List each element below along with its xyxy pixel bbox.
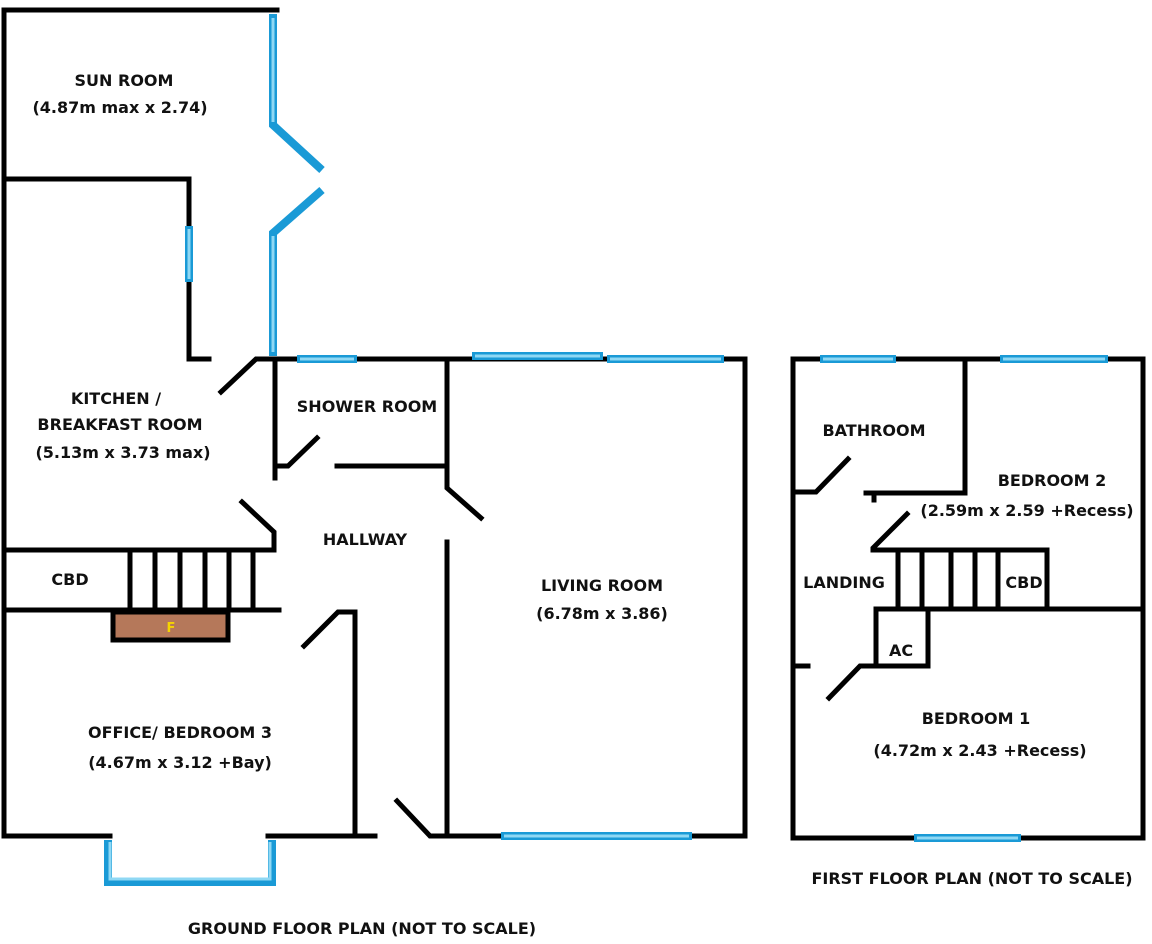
sun-room-label: SUN ROOM [75, 71, 174, 90]
cbd-label: CBD [51, 570, 88, 589]
ground-floor-windows [104, 14, 724, 886]
office-size: (4.67m x 3.12 +Bay) [88, 753, 272, 772]
bedroom1-size: (4.72m x 2.43 +Recess) [873, 741, 1086, 760]
living-room-label: LIVING ROOM [541, 576, 663, 595]
bedroom2-size: (2.59m x 2.59 +Recess) [920, 501, 1133, 520]
hallway-label: HALLWAY [323, 530, 408, 549]
kitchen-size: (5.13m x 3.73 max) [35, 443, 210, 462]
ground-floor-walls [1, 7, 748, 839]
fireplace-label: F [167, 621, 176, 636]
ground-floor-caption: GROUND FLOOR PLAN (NOT TO SCALE) [188, 919, 536, 938]
bathroom-label: BATHROOM [822, 421, 925, 440]
living-room-size: (6.78m x 3.86) [536, 604, 668, 623]
landing-label: LANDING [803, 573, 885, 592]
bedroom1-label: BEDROOM 1 [922, 709, 1031, 728]
ac-label: AC [889, 641, 913, 660]
fireplace [110, 609, 231, 643]
kitchen-label-1: KITCHEN / [71, 389, 161, 408]
bedroom2-label: BEDROOM 2 [998, 471, 1107, 490]
kitchen-label-2: BREAKFAST ROOM [37, 415, 202, 434]
first-floor-caption: FIRST FLOOR PLAN (NOT TO SCALE) [811, 869, 1132, 888]
sun-room-size: (4.87m max x 2.74) [32, 98, 207, 117]
first-cbd-label: CBD [1005, 573, 1042, 592]
shower-room-label: SHOWER ROOM [297, 397, 437, 416]
office-label: OFFICE/ BEDROOM 3 [88, 723, 272, 742]
first-floor-windows [820, 355, 1108, 842]
